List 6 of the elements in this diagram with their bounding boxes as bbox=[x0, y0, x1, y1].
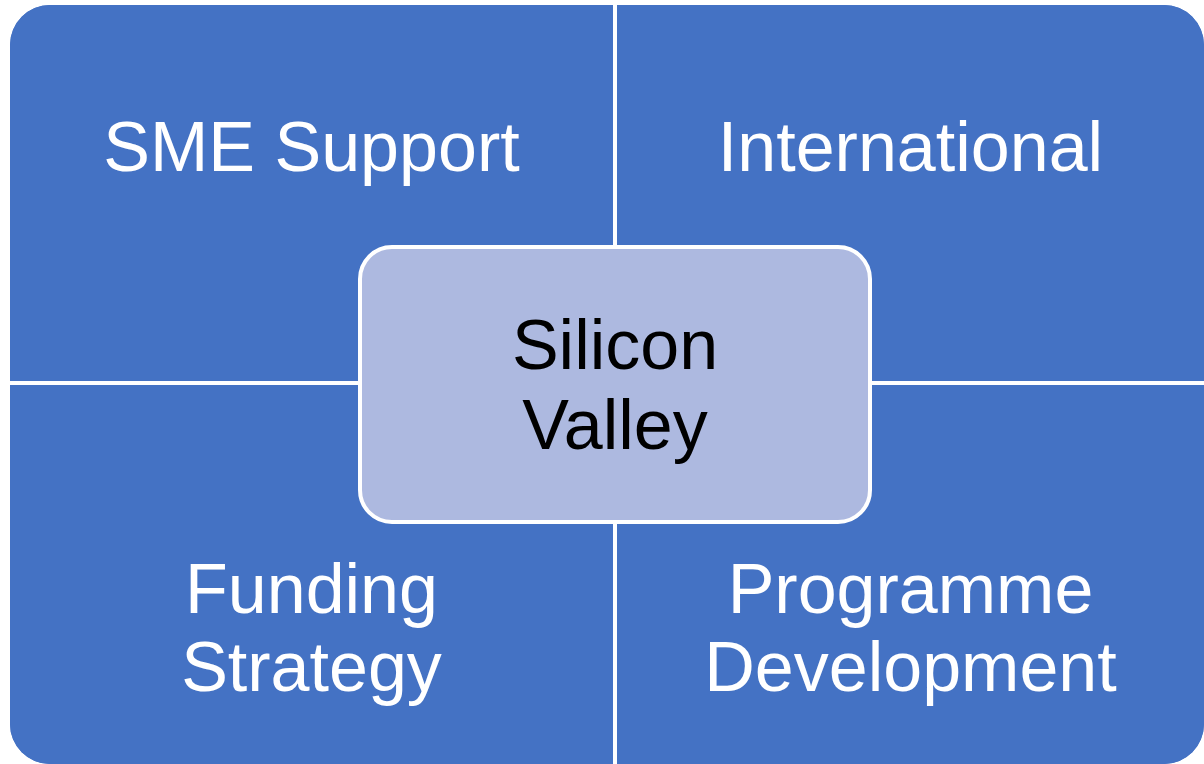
center-box bbox=[358, 245, 872, 524]
quadrant-label: Programme Development bbox=[703, 550, 1118, 706]
quadrant-label: Funding Strategy bbox=[180, 550, 443, 706]
quadrant-label: SME Support bbox=[103, 108, 520, 186]
center-label: Silicon Valley bbox=[510, 304, 720, 465]
quadrant-label: International bbox=[717, 108, 1104, 186]
